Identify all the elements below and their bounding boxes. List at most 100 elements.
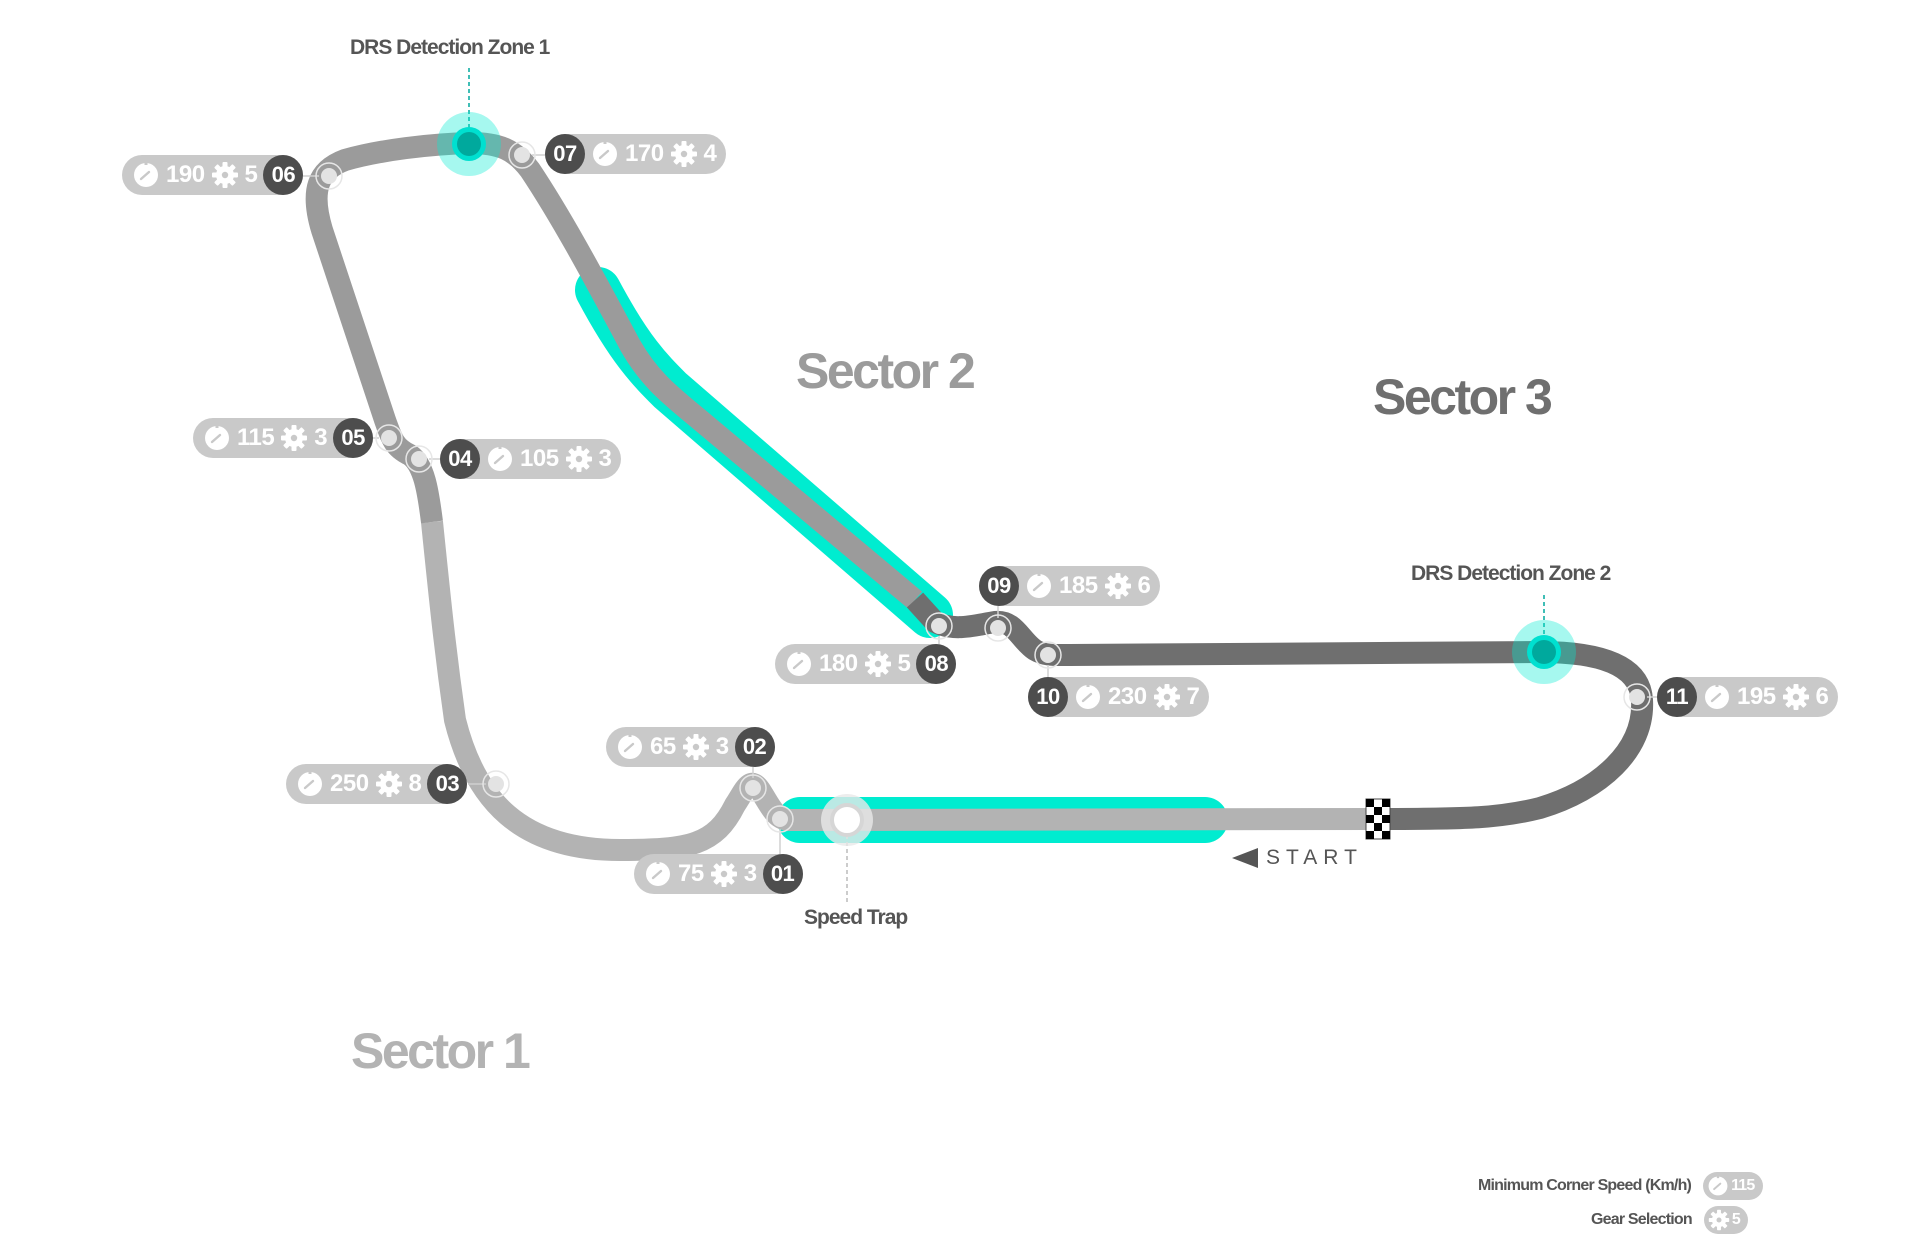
min-corner-speed: 250: [330, 770, 369, 797]
drs-detection-zone-2-label: DRS Detection Zone 2: [1411, 562, 1611, 585]
drs1-marker-core: [457, 132, 481, 156]
corner-marker-dot: [772, 811, 788, 827]
sector-3-label: Sector 3: [1373, 369, 1553, 425]
start-label: START: [1266, 846, 1363, 869]
gear-icon: [565, 445, 593, 473]
turn-number-badge: 01: [762, 854, 803, 894]
corner-marker-ring: [766, 805, 794, 833]
corner-marker-dot: [411, 451, 427, 467]
turn-number-badge: 04: [440, 439, 480, 479]
speedometer-icon: [132, 161, 160, 189]
gear-selection: 3: [314, 424, 328, 451]
corner-marker-dot: [1629, 689, 1645, 705]
gear-selection: 4: [703, 140, 717, 167]
turn-number-badge: 11: [1657, 677, 1697, 717]
min-corner-speed: 180: [819, 650, 858, 677]
start-direction: START: [1232, 846, 1363, 870]
turn-number-badge: 06: [263, 155, 304, 195]
legend-min-speed-label: Minimum Corner Speed (Km/h): [1478, 1177, 1692, 1194]
gear-icon: [864, 650, 892, 678]
gear-selection: 3: [715, 733, 729, 760]
legend-gear-label: Gear Selection: [1591, 1211, 1693, 1228]
corner-marker-ring: [739, 774, 767, 802]
turn-number-badge: 07: [545, 134, 585, 174]
turn-number-badge: 09: [979, 566, 1019, 606]
gear-selection: 7: [1186, 683, 1200, 710]
legend-min-speed: Minimum Corner Speed (Km/h) 115: [1478, 1172, 1763, 1200]
corner-marker-ring: [375, 424, 403, 452]
corner-marker-dot: [514, 147, 530, 163]
legend-gear-value: 5: [1731, 1211, 1741, 1228]
corner-marker-dot: [990, 620, 1006, 636]
corner-marker-ring: [482, 770, 510, 798]
gear-selection: 8: [408, 770, 422, 797]
corner-marker-dot: [931, 618, 947, 634]
min-corner-speed: 115: [237, 424, 275, 451]
speedometer-icon: [591, 140, 619, 168]
checkered-flag-icon: [1365, 798, 1391, 840]
speedometer-icon: [296, 770, 324, 798]
speedometer-icon: [203, 424, 231, 452]
gear-icon: [1708, 1209, 1730, 1231]
corner-marker-dot: [745, 780, 761, 796]
corner-info-turn-11: 11 195 6: [1657, 677, 1839, 717]
speedometer-icon: [785, 650, 813, 678]
speedometer-icon: [616, 733, 644, 761]
min-corner-speed: 75: [678, 860, 704, 887]
gear-icon: [1153, 683, 1181, 711]
gear-icon: [1104, 572, 1132, 600]
gear-selection: 3: [598, 445, 612, 472]
gear-icon: [211, 161, 239, 189]
min-corner-speed: 190: [166, 161, 205, 188]
corner-info-turn-07: 07 170 4: [545, 134, 727, 174]
turn-number-badge: 05: [333, 418, 374, 458]
gear-icon: [280, 424, 308, 452]
turn-number-badge: 10: [1028, 677, 1068, 717]
min-corner-speed: 185: [1059, 572, 1098, 599]
drs-detection-zone-1-label: DRS Detection Zone 1: [350, 36, 550, 59]
corner-marker-ring: [984, 614, 1012, 642]
speedometer-icon: [1707, 1175, 1729, 1197]
speedometer-icon: [486, 445, 514, 473]
sector-2-label: Sector 2: [796, 343, 976, 399]
gear-icon: [682, 733, 710, 761]
gear-icon: [710, 860, 738, 888]
corner-marker-dot: [1040, 647, 1056, 663]
min-corner-speed: 65: [650, 733, 676, 760]
turn-number-badge: 08: [916, 644, 957, 684]
speedometer-icon: [1703, 683, 1731, 711]
min-corner-speed: 170: [625, 140, 664, 167]
corner-marker-ring: [1623, 683, 1651, 711]
legend-gear: Gear Selection 5: [1591, 1206, 1748, 1234]
legend-min-speed-pill: 115: [1703, 1172, 1763, 1200]
turn-number-badge: 03: [427, 764, 468, 804]
track-sector-2: [305, 132, 923, 609]
speedometer-icon: [1025, 572, 1053, 600]
gear-selection: 6: [1815, 683, 1829, 710]
gear-selection: 5: [244, 161, 258, 188]
corner-marker-dot: [488, 776, 504, 792]
speedometer-icon: [644, 860, 672, 888]
gear-icon: [1782, 683, 1810, 711]
legend-gear-pill: 5: [1703, 1206, 1748, 1234]
sector-1-label: Sector 1: [351, 1023, 531, 1079]
speedometer-icon: [1074, 683, 1102, 711]
min-corner-speed: 195: [1737, 683, 1776, 710]
drs2-marker-core: [1532, 640, 1556, 664]
corner-marker-ring: [315, 162, 343, 190]
speed-trap-marker: [830, 803, 864, 837]
gear-icon: [375, 770, 403, 798]
corner-marker-dot: [381, 430, 397, 446]
speed-trap-label: Speed Trap: [804, 906, 908, 929]
corner-marker-ring: [1034, 641, 1062, 669]
